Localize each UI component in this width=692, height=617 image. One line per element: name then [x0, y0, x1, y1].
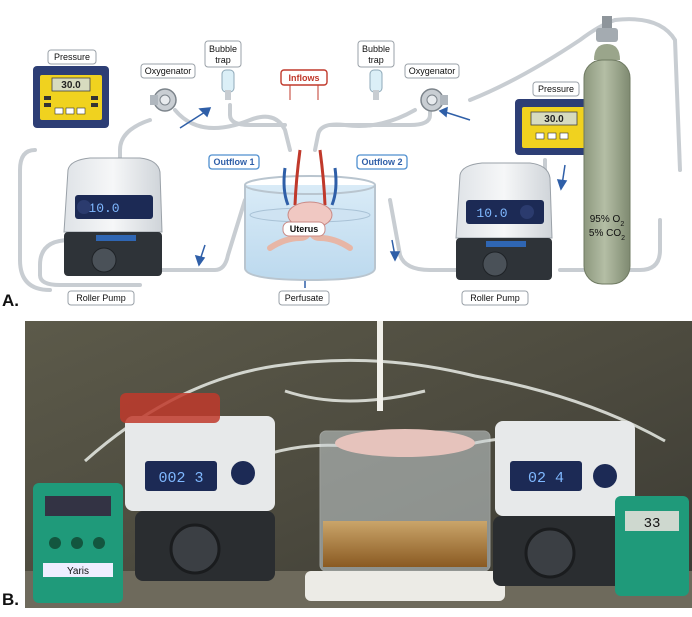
- svg-text:Outflow 1: Outflow 1: [214, 157, 255, 167]
- gas-o2-label: 95% O2: [590, 214, 625, 228]
- label-outflow-1: Outflow 1: [208, 154, 260, 170]
- pressure-monitor-left: 30.0: [33, 66, 109, 128]
- perfusion-schematic: 30.0 30.0 10.0: [2, 16, 682, 310]
- photo-monitor-left-label: Yaris: [67, 566, 89, 577]
- label-roller-pump-left: Roller Pump: [67, 290, 135, 306]
- panel-b-letter: B.: [2, 590, 19, 609]
- photo-monitor-right: 33: [615, 496, 689, 596]
- svg-text:Bubble: Bubble: [362, 44, 390, 54]
- pressure-left-display: 30.0: [61, 80, 81, 91]
- photo-monitor-right-display: 33: [644, 516, 661, 532]
- svg-text:Oxygenator: Oxygenator: [409, 66, 456, 76]
- pressure-monitor-right: 30.0: [515, 99, 595, 155]
- svg-text:Roller Pump: Roller Pump: [76, 293, 126, 303]
- oxygenator-right: [420, 88, 448, 112]
- label-uterus: Uterus: [282, 221, 326, 237]
- oxygenator-left: [150, 88, 177, 112]
- photo-pump-right-display: 02 4: [528, 470, 564, 487]
- label-bubble-trap-right: Bubble trap: [357, 40, 395, 68]
- svg-text:Perfusate: Perfusate: [285, 293, 324, 303]
- svg-text:trap: trap: [368, 55, 384, 65]
- bubble-trap-right: [369, 69, 383, 100]
- svg-text:Roller Pump: Roller Pump: [470, 293, 520, 303]
- gas-cylinder: 95% O2 5% CO2: [583, 16, 631, 285]
- pressure-right-display: 30.0: [544, 114, 564, 125]
- label-inflows: Inflows: [280, 69, 328, 100]
- roller-pump-right: 10.0: [455, 162, 553, 280]
- svg-text:Oxygenator: Oxygenator: [145, 66, 192, 76]
- label-pressure-right: Pressure: [532, 81, 580, 97]
- svg-text:Pressure: Pressure: [538, 84, 574, 94]
- roller-pump-left: 10.0: [63, 157, 163, 276]
- label-oxygenator-right: Oxygenator: [404, 63, 460, 79]
- label-oxygenator-left: Oxygenator: [140, 63, 196, 79]
- pump-right-display: 10.0: [476, 206, 507, 221]
- label-pressure-left: Pressure: [47, 49, 97, 65]
- bubble-trap-left: [221, 69, 235, 100]
- photo-monitor-left: Yaris: [33, 483, 123, 603]
- label-outflow-2: Outflow 2: [356, 154, 408, 170]
- photo-pump-right: 02 4: [493, 421, 635, 586]
- photo-chamber: [305, 429, 505, 601]
- label-bubble-trap-left: Bubble trap: [204, 40, 242, 68]
- svg-text:Pressure: Pressure: [54, 52, 90, 62]
- label-roller-pump-right: Roller Pump: [461, 290, 529, 306]
- svg-text:trap: trap: [215, 55, 231, 65]
- setup-photograph: 002 3 Yaris 02 4 33: [25, 321, 692, 608]
- photo-pump-left-display: 002 3: [158, 470, 203, 487]
- photo-pump-left: 002 3: [120, 393, 275, 581]
- svg-text:Outflow 2: Outflow 2: [362, 157, 403, 167]
- label-perfusate: Perfusate: [278, 290, 330, 306]
- panel-a-letter: A.: [2, 291, 19, 310]
- gas-co2-label: 5% CO2: [589, 228, 625, 242]
- svg-text:Uterus: Uterus: [290, 224, 319, 234]
- pump-left-display: 10.0: [88, 201, 119, 216]
- svg-text:Bubble: Bubble: [209, 44, 237, 54]
- svg-text:Inflows: Inflows: [289, 73, 320, 83]
- perfusion-chamber: [244, 149, 376, 282]
